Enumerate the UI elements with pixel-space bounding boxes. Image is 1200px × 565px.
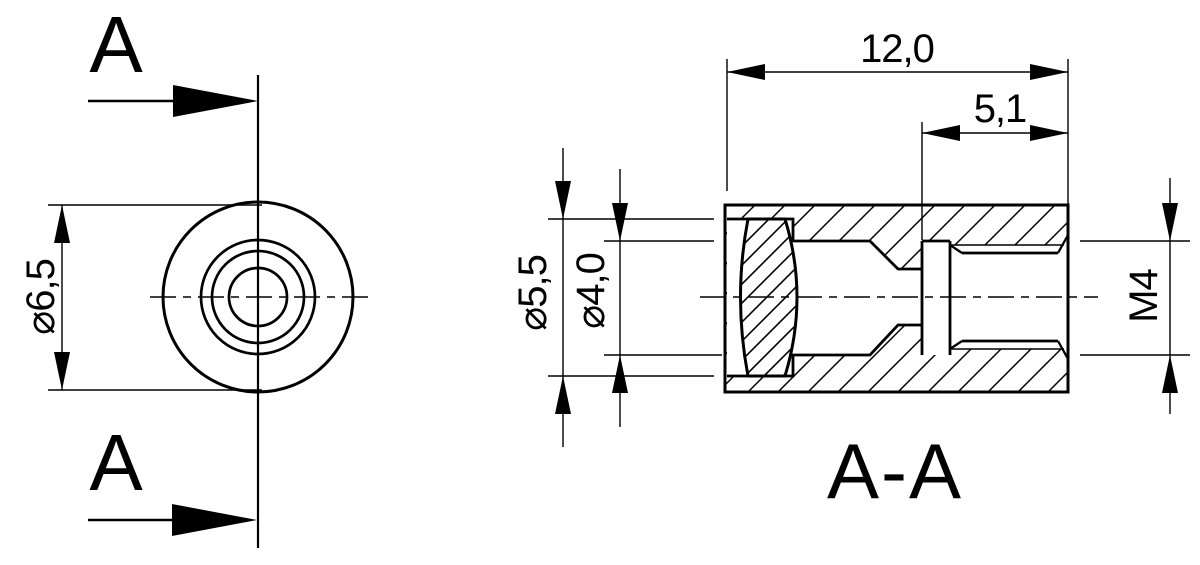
dim-arrow-up-icon <box>54 205 70 243</box>
thread-minor-diameter-lines <box>962 251 1058 343</box>
section-label-bottom: A <box>89 418 143 507</box>
dim-arrow-up-icon <box>555 376 571 414</box>
dim-arrow-down-icon <box>54 352 70 390</box>
body-outline <box>723 203 1070 394</box>
dimension-inner-bore: ⌀4,0 <box>569 169 722 427</box>
bore-profile-lines <box>727 217 952 378</box>
dimension-thread-depth: 5,1 <box>921 87 1068 240</box>
front-view: A A ⌀6,5 <box>19 0 368 548</box>
section-arrowhead-bottom-icon <box>172 504 257 536</box>
thread-major-diameter-lines <box>950 244 1064 350</box>
dim-arrow-down-icon <box>1162 203 1178 241</box>
thread-depth-value: 5,1 <box>974 87 1027 131</box>
section-title: A-A <box>827 427 963 515</box>
dimension-lens-bore: ⌀5,5 <box>511 148 714 447</box>
inner-bore-diameter-value: ⌀4,0 <box>569 253 613 329</box>
thread-size-value: M4 <box>1122 268 1166 322</box>
section-label-top: A <box>89 0 143 89</box>
outer-diameter-value: ⌀6,5 <box>19 259 63 335</box>
dim-arrow-down-icon <box>612 203 628 241</box>
section-arrow-top <box>88 85 258 117</box>
dim-arrow-down-icon <box>555 181 571 219</box>
dim-arrow-up-icon <box>1162 355 1178 393</box>
dimension-outer-diameter: ⌀6,5 <box>19 204 262 391</box>
dimension-total-length: 12,0 <box>726 27 1069 204</box>
dim-arrow-right-icon <box>1030 64 1068 80</box>
thread-chamfer-lines <box>949 234 1070 360</box>
section-arrow-bottom <box>88 504 257 536</box>
total-length-value: 12,0 <box>860 27 934 71</box>
section-view: 12,0 5,1 ⌀5,5 ⌀4,0 <box>511 27 1190 515</box>
dim-arrow-right-icon <box>1030 125 1068 141</box>
lens-bore-diameter-value: ⌀5,5 <box>511 255 555 331</box>
dimension-thread: M4 <box>1080 178 1190 414</box>
dim-arrow-left-icon <box>922 125 960 141</box>
dim-arrow-left-icon <box>727 64 765 80</box>
section-arrowhead-top-icon <box>173 85 258 117</box>
dim-arrow-up-icon <box>612 355 628 393</box>
